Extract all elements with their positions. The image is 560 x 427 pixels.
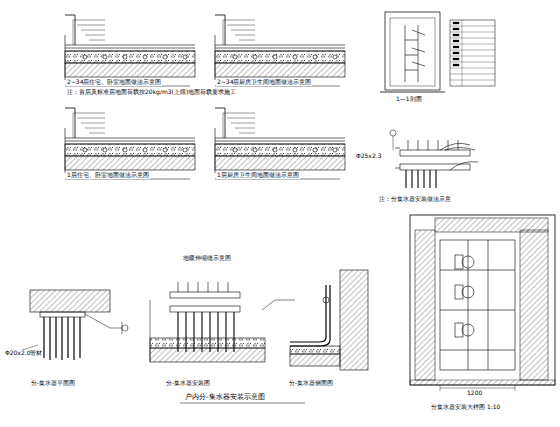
- detail-title: 2~34层厨房卫生间地面做法示意图: [216, 79, 312, 86]
- detail-title: 分-集水器平面图: [30, 380, 76, 387]
- section-title: 1—1剖面: [395, 96, 423, 103]
- pipe-spec: Φ20x2.0管材: [4, 350, 43, 357]
- detail-title: 地暖伸缩缝示意图: [182, 255, 232, 262]
- detail-title: 分-集水器安装图: [165, 380, 211, 387]
- pipe-spec: Φ25x2.3: [355, 153, 382, 160]
- note-text: 注：首层及标准层地面荷载按20kg/m3(上限)地面荷载要求施工: [66, 89, 237, 96]
- detail-title: 分-集水器侧面图: [288, 380, 334, 387]
- note-text: 注：分集水器安装做法示意: [378, 196, 452, 203]
- detail-title: 1层厨房卫生间地面做法示意图: [216, 172, 300, 179]
- detail-title: 1层住宅、卧室地面做法示意图: [66, 172, 150, 179]
- detail-title: 分集水器安装大样图 1:10: [430, 404, 501, 411]
- drawing-caption: 户内分-集水器安装示意图: [184, 394, 266, 402]
- dimension-text: 1200: [466, 390, 483, 397]
- detail-title: 2~34层住宅、卧室地面做法示意图: [66, 79, 162, 86]
